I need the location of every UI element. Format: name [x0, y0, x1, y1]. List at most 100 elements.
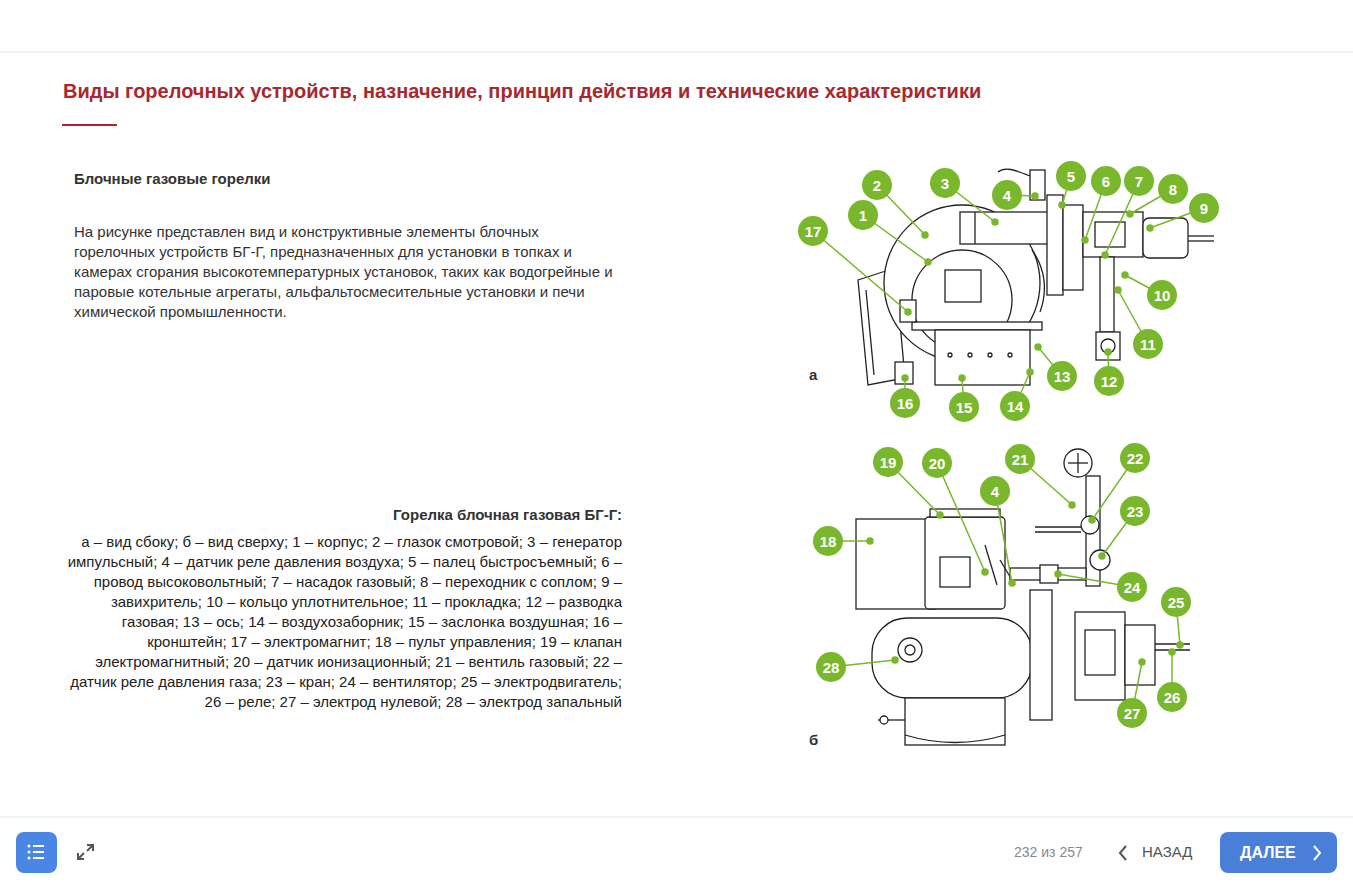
- node-text: 28: [823, 659, 840, 676]
- top-view-drawing: [1077, 453, 1078, 473]
- leader-lines: [1059, 202, 1065, 208]
- view-letter: б: [809, 731, 818, 748]
- side-view-drawing: [945, 270, 981, 302]
- node-text: 15: [956, 399, 973, 416]
- node-text: 4: [1003, 187, 1011, 204]
- leader-lines: [1035, 344, 1041, 350]
- leader-lines: [992, 219, 998, 225]
- side-view-drawing: [1188, 240, 1214, 241]
- node-text: 8: [1169, 181, 1177, 198]
- expand-icon: [78, 853, 84, 859]
- node-text: 21: [1012, 451, 1029, 468]
- node-text: 2: [873, 177, 881, 194]
- next-chevron: [1314, 846, 1320, 860]
- side-view-drawing: [935, 330, 1030, 385]
- side-view-drawing: [1063, 205, 1083, 290]
- node-text: 26: [1164, 689, 1181, 706]
- top-view-drawing: [925, 517, 1005, 609]
- side-view-drawing: [998, 169, 1030, 176]
- callout-number: 12: [1094, 366, 1124, 396]
- callout-number: 23: [1120, 496, 1150, 526]
- top-view-drawing: [1155, 643, 1190, 644]
- node-text: 17: [805, 223, 822, 240]
- leader-lines: [1169, 649, 1175, 655]
- side-view-drawing: [866, 290, 874, 375]
- callout-number: 25: [1161, 587, 1191, 617]
- leader-lines: [922, 232, 928, 238]
- menu-button: [33, 851, 44, 853]
- side-view-drawing: [912, 322, 1042, 330]
- top-view-drawing: [1075, 612, 1125, 700]
- callout-number: 26: [1157, 682, 1187, 712]
- figure-caption: Горелка блочная газовая БГ-Г:: [393, 506, 622, 523]
- menu-button: [28, 845, 31, 848]
- node-text: 20: [929, 455, 946, 472]
- back-chevron: [1120, 846, 1126, 860]
- callout-number: 13: [1047, 361, 1077, 391]
- callout-number: 11: [1133, 329, 1163, 359]
- node-text: 18: [820, 533, 837, 550]
- callout-number: 14: [1000, 391, 1030, 421]
- callout-number: 1: [848, 200, 878, 230]
- leader-lines: [1082, 237, 1088, 243]
- leader-lines: [1105, 349, 1111, 355]
- page-frame: [62, 124, 117, 126]
- leader-lines: [1089, 517, 1095, 523]
- page-counter: 232 из 257: [1014, 844, 1083, 860]
- node-text: 19: [880, 454, 897, 471]
- expand-icon: [87, 845, 93, 851]
- leader-lines: [1055, 571, 1061, 577]
- expand-icon: [87, 845, 93, 851]
- callout-number: 20: [922, 448, 952, 478]
- callout-number: 24: [1117, 572, 1147, 602]
- callout-number: 21: [1005, 444, 1035, 474]
- callout-number: 8: [1158, 174, 1188, 204]
- node-text: 4: [991, 483, 999, 500]
- back-chevron: [1120, 846, 1126, 860]
- node-text: 14: [1007, 398, 1024, 415]
- node-text: 10: [1154, 287, 1171, 304]
- callout-number: 7: [1124, 166, 1154, 196]
- side-view-drawing: [988, 353, 992, 357]
- page-title: Виды горелочных устройств, назначение, п…: [63, 80, 981, 103]
- top-view-drawing: [1030, 590, 1052, 720]
- side-view-drawing: [1047, 195, 1063, 295]
- top-view-drawing: [1085, 630, 1115, 675]
- back-link: НАЗАД: [1142, 843, 1192, 860]
- menu-button: [16, 832, 57, 873]
- leader-lines: [1009, 580, 1015, 586]
- side-view-drawing: [968, 353, 972, 357]
- node-text: ДАЛЕЕ: [1240, 844, 1296, 862]
- callout-number: 28: [816, 652, 846, 682]
- top-view-drawing: [856, 449, 1190, 745]
- node-text: 5: [1067, 168, 1075, 185]
- callout-number: 22: [1120, 443, 1150, 473]
- node-text: 27: [1124, 705, 1141, 722]
- top-view-drawing: [905, 645, 915, 655]
- callout-number: 4: [980, 476, 1010, 506]
- page-frame: [0, 52, 1353, 817]
- node-text: 3: [941, 175, 949, 192]
- node-text: 22: [1127, 450, 1144, 467]
- node-text: 7: [1135, 173, 1143, 190]
- body-text: На рисунке представлен вид и конструктив…: [74, 222, 614, 322]
- top-view-drawing: [1064, 449, 1092, 477]
- callout-number: 10: [1147, 280, 1177, 310]
- side-view-drawing: [1188, 235, 1214, 236]
- side-view-drawing: [960, 212, 1050, 244]
- side-view-drawing: [858, 169, 1214, 385]
- leader-lines: [1115, 287, 1121, 293]
- expand-icon: [78, 845, 93, 859]
- menu-button: [28, 851, 31, 854]
- leader-lines: [1127, 211, 1133, 217]
- top-view-drawing: [905, 735, 1005, 743]
- node-text: 11: [1140, 336, 1156, 353]
- side-view-drawing: [1008, 353, 1012, 357]
- node-text: 9: [1200, 200, 1208, 217]
- top-view-drawing: [856, 519, 936, 609]
- view-letter: а: [809, 366, 817, 383]
- node-text: 6: [1102, 173, 1110, 190]
- page-frame: [0, 52, 1353, 53]
